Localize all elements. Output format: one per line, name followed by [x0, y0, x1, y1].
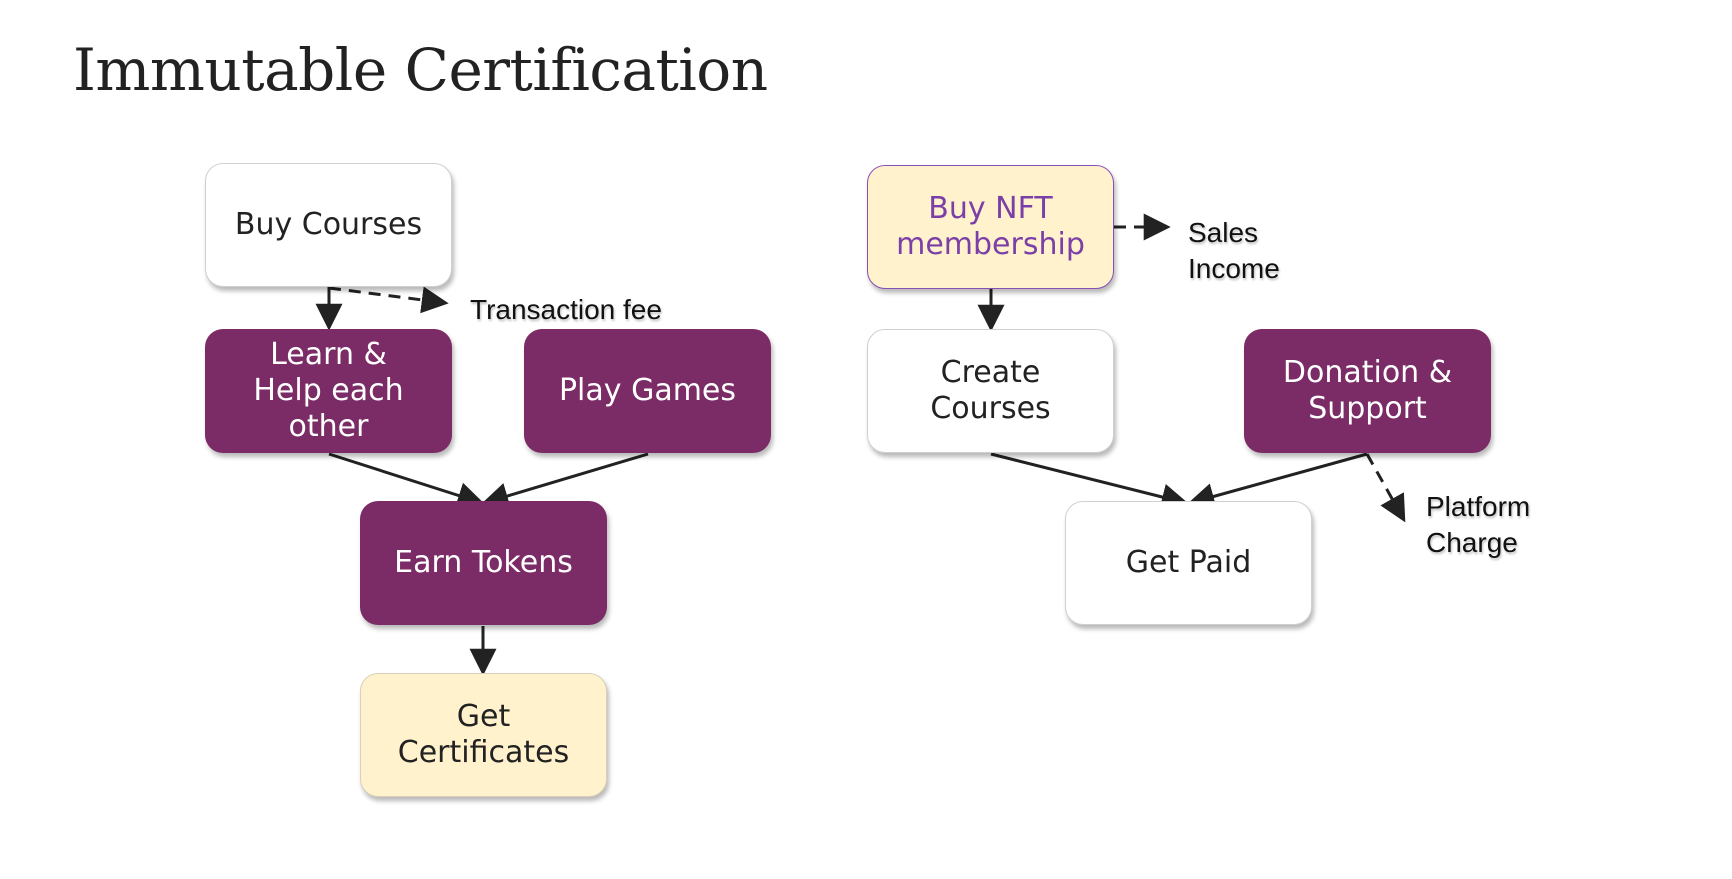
get-paid-label: Get Paid — [1125, 545, 1252, 580]
create-courses-box: Create Courses — [867, 329, 1114, 453]
create-courses-label: Create Courses — [930, 355, 1051, 426]
transaction-fee-note: Transaction fee — [470, 294, 662, 325]
page-title: Immutable Certification — [73, 36, 768, 104]
platform-charge-note: Platform Charge — [1426, 491, 1531, 558]
donation-support-box: Donation & Support — [1244, 329, 1491, 453]
get-paid-box: Get Paid — [1065, 501, 1312, 625]
arrow-buy-to-fee — [328, 286, 449, 314]
learn-help-box: Learn & Help each other — [205, 329, 452, 453]
learn-help-label: Learn & Help each other — [253, 337, 404, 444]
arrow-games-to-earn — [481, 452, 649, 509]
donation-support-label: Donation & Support — [1282, 355, 1453, 426]
arrow-learn-to-earn — [328, 452, 485, 509]
buy-courses-box: Buy Courses — [205, 163, 452, 287]
earn-tokens-box: Earn Tokens — [360, 501, 607, 625]
buy-nft-label: Buy NFT membership — [896, 191, 1085, 262]
earn-tokens-label: Earn Tokens — [394, 545, 573, 580]
arrow-create-to-paid — [990, 452, 1189, 511]
get-certificates-box: Get Certificates — [360, 673, 607, 797]
get-certificates-label: Get Certificates — [397, 699, 570, 770]
play-games-box: Play Games — [524, 329, 771, 453]
sales-income-note: Sales Income — [1188, 217, 1280, 284]
arrow-donation-to-platform — [1365, 453, 1406, 523]
play-games-label: Play Games — [558, 373, 737, 408]
buy-nft-box: Buy NFT membership — [867, 165, 1114, 289]
buy-courses-label: Buy Courses — [234, 207, 423, 242]
arrow-donation-to-paid — [1187, 452, 1368, 510]
